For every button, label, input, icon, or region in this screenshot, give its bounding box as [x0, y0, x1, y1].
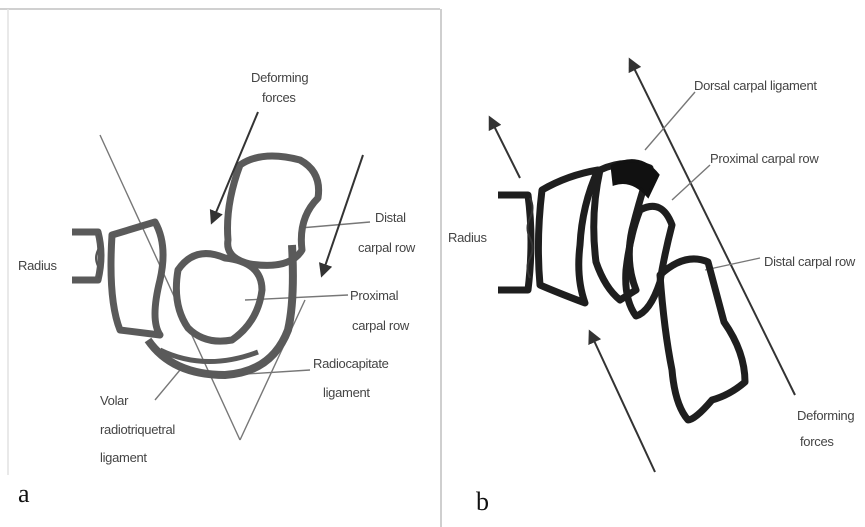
label-distal-carpal-row-2: carpal row [358, 240, 416, 255]
deforming-force-arrow [590, 332, 655, 472]
label-deforming-forces-1: Deforming [797, 408, 854, 423]
deforming-force-arrow [212, 112, 258, 222]
label-deforming-forces-2: forces [800, 434, 834, 449]
deforming-force-arrow [490, 118, 520, 178]
panel-letter-b: b [476, 487, 489, 516]
label-volar-radiotriquetral-1: Volar [100, 393, 129, 408]
label-deforming-forces-2: forces [262, 90, 296, 105]
label-distal-carpal-row-1: Distal [375, 210, 406, 225]
label-radius: Radius [448, 230, 487, 245]
leader-line [155, 370, 180, 400]
label-volar-radiotriquetral-2: radiotriquetral [100, 422, 175, 437]
label-radius: Radius [18, 258, 57, 273]
label-proximal-carpal-row-1: Proximal [350, 288, 399, 303]
leader-line [672, 165, 710, 200]
label-radiocapitate-ligament-1: Radiocapitate [313, 356, 389, 371]
carpal-bone [538, 170, 598, 303]
deforming-force-arrow [322, 155, 363, 275]
distal-carpal-bone [228, 156, 319, 265]
distal-carpal-bone [660, 259, 745, 420]
label-proximal-carpal-row-2: carpal row [352, 318, 410, 333]
dorsal-carpal-ligament [612, 161, 658, 196]
panel-a: Deforming forces Radius Distal carpal ro… [18, 70, 416, 508]
deforming-force-arrow [630, 60, 795, 395]
carpal-bone [111, 222, 163, 335]
panel-b: Dorsal carpal ligament Proximal carpal r… [448, 60, 856, 516]
radius-bone [498, 195, 531, 290]
label-proximal-carpal-row: Proximal carpal row [710, 151, 819, 166]
label-volar-radiotriquetral-3: ligament [100, 450, 147, 465]
panel-letter-a: a [18, 479, 30, 508]
label-deforming-forces-1: Deforming [251, 70, 308, 85]
label-dorsal-carpal-ligament: Dorsal carpal ligament [694, 78, 817, 93]
label-radiocapitate-ligament-2: ligament [323, 385, 370, 400]
leader-line [300, 222, 370, 228]
label-distal-carpal-row: Distal carpal row [764, 254, 856, 269]
